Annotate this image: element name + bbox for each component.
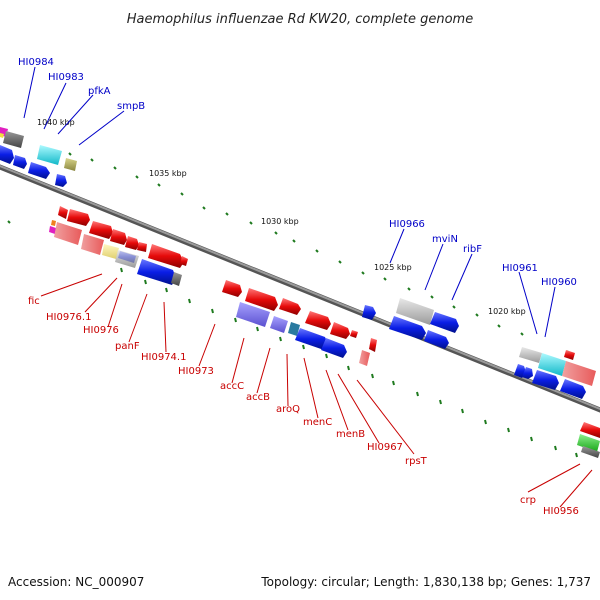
map-title: Haemophilus influenzae Rd KW20, complete… [127, 12, 473, 27]
gene-label-menB: menB [336, 429, 365, 440]
tick-label-1020: 1020 kbp [488, 307, 526, 316]
cds-blue-15 [532, 370, 559, 390]
gene-label-aroQ: aroQ [276, 404, 300, 415]
cds-red-2 [67, 209, 90, 226]
gene-label-accB: accB [246, 392, 270, 403]
gene-label-pfkA: pfkA [88, 86, 111, 97]
cds-red-1 [58, 206, 68, 219]
tick-label-1025: 1025 kbp [374, 263, 412, 272]
tick-label-1040: 1040 kbp [37, 118, 75, 127]
cds-blue-4 [55, 174, 67, 187]
feature-cyan [37, 145, 62, 165]
cds-red-3 [89, 221, 113, 239]
topology-text: Topology: circular; Length: 1,830,138 bp… [260, 575, 591, 589]
cds-red-7 [148, 244, 184, 268]
gene-label-accC: accC [220, 381, 244, 392]
gene-label-HI0973: HI0973 [178, 366, 214, 377]
feature-teal [288, 322, 300, 336]
feature-green [577, 434, 600, 452]
cds-red-5 [125, 236, 139, 250]
cds-blue-7 [295, 328, 328, 350]
feature-purple-2 [270, 316, 288, 333]
gene-label-HI0984: HI0984 [18, 57, 54, 68]
features-middle [222, 280, 377, 366]
feature-orange [51, 220, 56, 226]
tick-label-1035: 1035 kbp [149, 169, 187, 178]
feature-dark-gray-2 [581, 446, 600, 458]
cds-blue-1 [0, 145, 14, 164]
feature-pink-4 [562, 361, 596, 386]
genome-backbone [0, 164, 600, 413]
cds-blue-2 [13, 155, 27, 169]
cds-red-4 [110, 229, 127, 245]
accession-text: Accession: NC_000907 [8, 575, 144, 589]
cds-blue-14 [522, 367, 533, 379]
leader-lines-bottom [40, 273, 593, 508]
feature-pink-1 [54, 222, 82, 245]
cds-blue-8 [321, 338, 347, 358]
gene-label-HI0974.1: HI0974.1 [141, 352, 186, 363]
tick-marks-upper [68, 152, 570, 354]
gene-label-HI0976.1: HI0976.1 [46, 312, 91, 323]
cds-red-11 [279, 298, 301, 315]
cds-red-13 [330, 322, 350, 339]
tick-marks-lower [7, 220, 578, 458]
feature-pink-2 [81, 234, 104, 255]
gene-label-panF: panF [115, 341, 140, 352]
feature-gray-3 [396, 298, 434, 325]
feature-dark-gray [3, 131, 24, 148]
gene-label-HI0967: HI0967 [367, 442, 403, 453]
gene-label-crp: crp [520, 495, 536, 506]
gene-label-HI0983: HI0983 [48, 72, 84, 83]
feature-yellow-2 [102, 244, 119, 259]
cds-blue-12 [424, 330, 449, 349]
gene-label-smpB: smpB [117, 101, 145, 112]
gene-label-HI0961: HI0961 [502, 263, 538, 274]
gene-labels-top: HI0984 HI0983 pfkA smpB HI0966 mviN ribF… [18, 57, 577, 288]
feature-pink-3 [359, 350, 370, 366]
features-right [389, 298, 600, 458]
gene-label-HI0976: HI0976 [83, 325, 119, 336]
cds-red-8 [180, 256, 188, 266]
cds-blue-10 [430, 312, 459, 333]
cds-blue-3 [28, 162, 50, 179]
feature-magenta-2 [49, 226, 56, 234]
cds-red-9 [222, 280, 242, 297]
leader-lines-top [23, 66, 556, 338]
cds-red-17 [580, 422, 600, 438]
cds-blue-11 [389, 316, 426, 340]
cds-red-14 [350, 330, 358, 338]
features-lower-left [49, 206, 188, 286]
gene-label-rpsT: rpsT [405, 456, 428, 467]
features-upper-left [0, 127, 77, 187]
tick-label-1030: 1030 kbp [261, 217, 299, 226]
gene-label-HI0956: HI0956 [543, 506, 579, 517]
gene-label-ribF: ribF [463, 244, 482, 255]
cds-red-10 [245, 288, 278, 311]
cds-red-6 [137, 242, 147, 252]
cds-blue-16 [560, 379, 586, 399]
tick-labels: 1040 kbp 1035 kbp 1030 kbp 1025 kbp 1020… [37, 118, 526, 316]
gene-label-menC: menC [303, 417, 332, 428]
feature-yellow [0, 133, 4, 138]
gene-label-mviN: mviN [432, 234, 458, 245]
feature-gray-4 [519, 347, 542, 363]
cds-blue-5 [118, 251, 136, 263]
gene-label-HI0966: HI0966 [389, 219, 425, 230]
feature-gray-2 [171, 272, 182, 286]
feature-purple [236, 302, 270, 327]
gene-label-HI0960: HI0960 [541, 277, 577, 288]
feature-olive [64, 158, 77, 171]
gene-labels-bottom: fic HI0976.1 HI0976 panF HI0974.1 HI0973… [28, 296, 579, 517]
cds-blue-9 [362, 305, 376, 320]
feature-cyan-2 [538, 353, 566, 376]
gene-label-fic: fic [28, 296, 40, 307]
cds-red-16 [564, 350, 575, 360]
cds-red-15 [369, 338, 377, 352]
cds-blue-6 [137, 259, 176, 285]
cds-red-12 [305, 311, 331, 330]
